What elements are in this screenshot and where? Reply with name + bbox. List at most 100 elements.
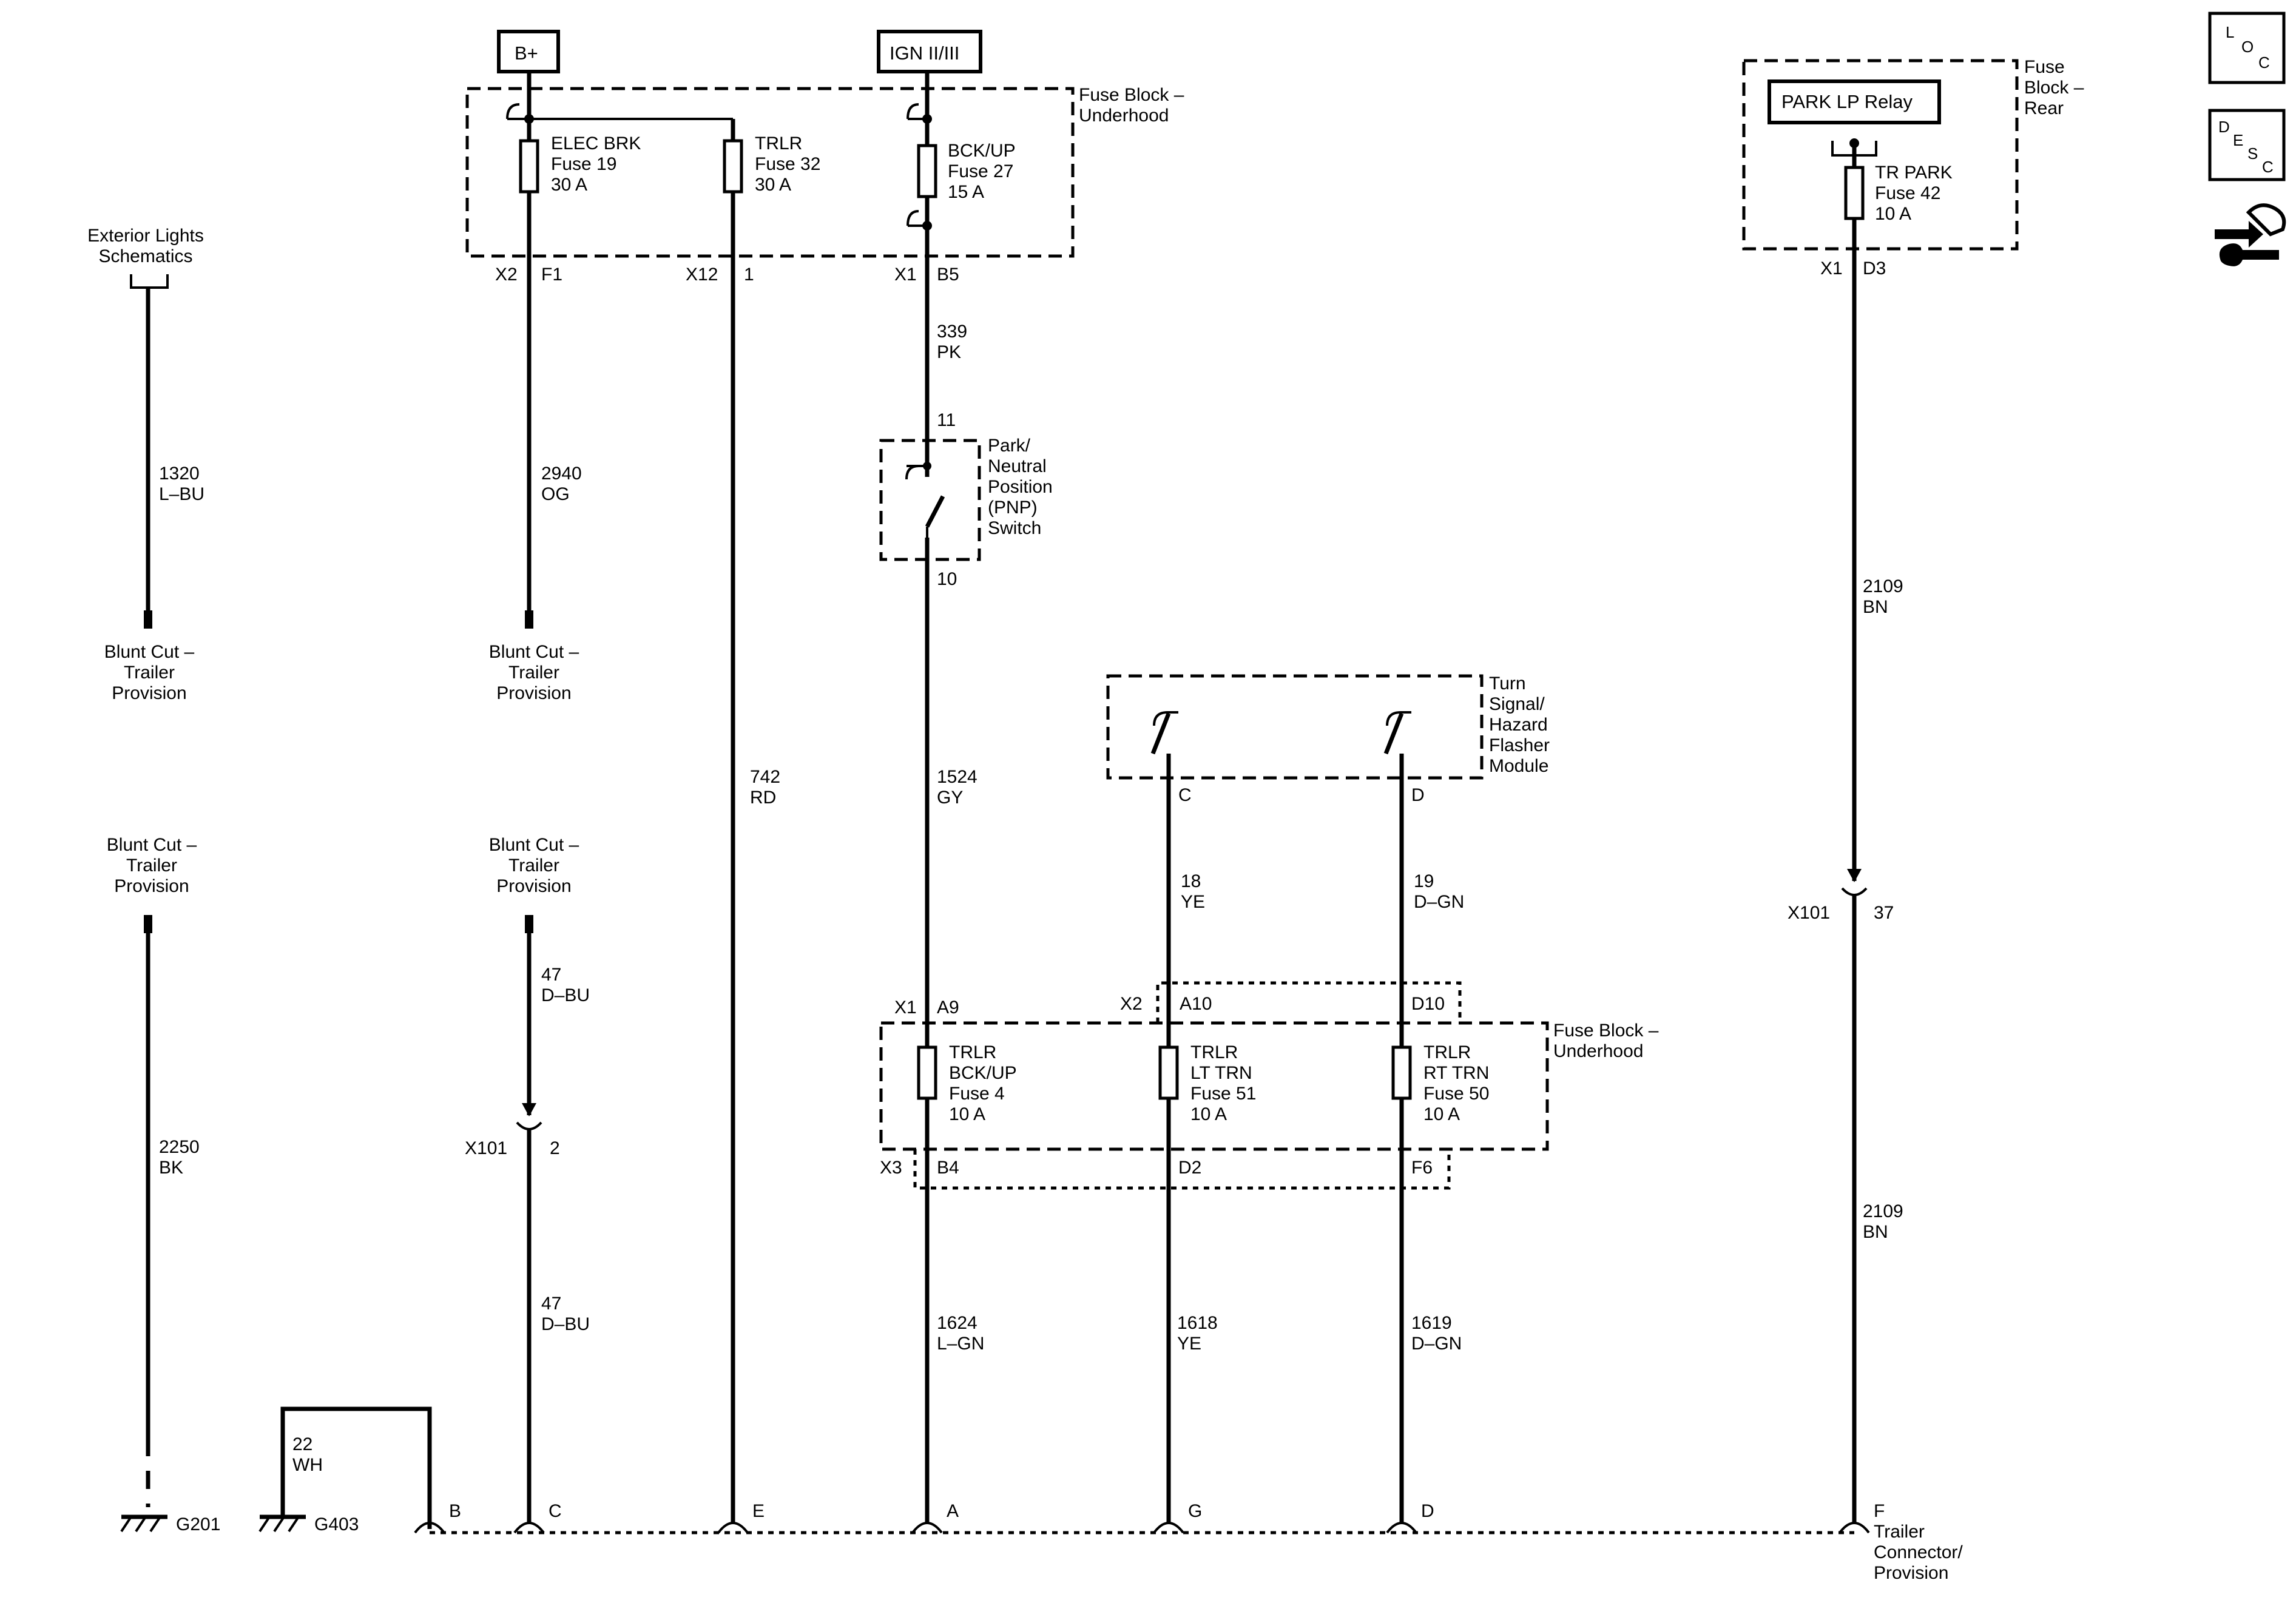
wire-1619-number: 1619 [1411,1313,1452,1333]
connector-x3-outline [913,1149,1451,1190]
fuse51-line3: Fuse 51 [1190,1084,1256,1104]
fuse-trlr-32 [723,139,743,194]
wire-742-number: 742 [750,767,780,787]
ground-g403 [258,1514,306,1533]
fuse-bckup-27-number: Fuse 27 [948,161,1013,181]
loc-icon[interactable]: L O C [2208,12,2286,84]
wire-2250-number: 2250 [159,1137,200,1157]
fuse-trlr-32-rating: 30 A [755,175,791,195]
tools-icon[interactable] [2215,203,2286,266]
wire-2109b-number: 2109 [1863,1201,1903,1221]
fuse50-line3: Fuse 50 [1423,1084,1489,1104]
loc-icon-l: L [2226,23,2234,41]
blunt-cut-1-line2: Trailer [124,663,175,683]
fuse-trlr-bckup-4 [917,1045,937,1100]
ground-g201 [120,1514,167,1533]
park-lp-relay-box [1768,79,1941,124]
pnp-switch-box [879,439,981,561]
trailer-pin-c: C [549,1501,562,1521]
desc-icon[interactable]: D E S C [2208,109,2286,181]
wire-1624-color: L–GN [937,1334,984,1354]
connector-symbol [907,210,919,226]
fuse-block-underhood-line1: Fuse Block – [1079,85,1184,105]
turn-signal-label-2: Signal/ [1489,694,1545,714]
turn-signal-pin-d: D [1411,785,1425,805]
fuse-block-rear [1742,59,2019,251]
desc-icon-d: D [2218,118,2230,136]
fuse4-line2: BCK/UP [949,1063,1017,1083]
fuse50-line1: TRLR [1423,1042,1471,1062]
loc-icon-o: O [2241,38,2254,56]
wire-18-number: 18 [1181,871,1201,891]
fuse-elec-brk [519,139,539,194]
conn-d2: D2 [1178,1158,1201,1178]
pnp-label-1: Park/ [988,436,1031,456]
wire-2940-color: OG [541,484,570,504]
wire-339-color: PK [937,342,961,362]
blunt-cut-3-line2: Trailer [126,856,177,876]
fuse-trlr-lt-trn-51 [1158,1045,1179,1100]
wire-47b-number: 47 [541,1294,561,1314]
wire-22 [280,1406,432,1529]
trailer-connector-label-3: Provision [1874,1563,1948,1583]
fuse-tr-park-number: Fuse 42 [1875,183,1940,203]
trailer-pin-b: B [449,1501,461,1521]
ign-label: IGN II/III [890,42,959,64]
fuse51-line1: TRLR [1190,1042,1238,1062]
wire-19-color: D–GN [1414,892,1464,912]
fuse-elec-brk-rating: 30 A [551,175,587,195]
fuse-tr-park-42 [1844,166,1865,220]
ground-g201-label: G201 [176,1514,220,1534]
fuse-trlr-32-number: Fuse 32 [755,154,820,174]
desc-icon-c: C [2262,158,2274,176]
blunt-cut-3-line3: Provision [114,876,189,896]
conn-x1: X1 [894,265,917,285]
conn-x101-pin37: 37 [1874,903,1894,923]
blunt-cut-2-line2: Trailer [508,663,559,683]
wire-1619-color: D–GN [1411,1334,1462,1354]
fuse-block-rear-line1: Fuse [2024,57,2065,77]
fuse-block-underhood-2-line2: Underhood [1553,1041,1643,1061]
pnp-label-4: (PNP) [988,498,1038,518]
fuse-bckup-27 [917,144,937,198]
conn-x101-pin2: 2 [550,1138,560,1158]
trailer-pin-d: D [1421,1501,1434,1521]
fuse-block-rear-line3: Rear [2024,98,2064,118]
fuse-block-underhood-bottom [879,1021,1549,1151]
conn-d3: D3 [1863,258,1886,279]
conn-d10: D10 [1411,994,1445,1014]
turn-signal-label-5: Module [1489,756,1548,776]
inline-connector-x101-rear [1841,887,1868,896]
trailer-connector-terminals [414,1522,1870,1534]
fuse-block-rear-line2: Block – [2024,78,2084,98]
fuse50-line2: RT TRN [1423,1063,1489,1083]
fuse-tr-park-rating: 10 A [1875,204,1911,224]
pnp-label-3: Position [988,477,1053,497]
fuse50-line4: 10 A [1423,1104,1460,1124]
exterior-lights-label-2: Schematics [98,246,192,266]
conn-b5: B5 [937,265,959,285]
turn-signal-pin-c: C [1178,785,1192,805]
conn-f6: F6 [1411,1158,1433,1178]
blunt-cut-1-line1: Blunt Cut – [104,642,195,662]
wire-1618-number: 1618 [1177,1313,1218,1333]
ground-g403-label: G403 [314,1514,359,1534]
exterior-lights-label-1: Exterior Lights [87,226,204,246]
wire-1320-number: 1320 [159,464,200,484]
fuse-elec-brk-number: Fuse 19 [551,154,616,174]
wire-2109a-number: 2109 [1863,576,1903,596]
turn-signal-label-1: Turn [1489,673,1526,694]
conn-x3: X3 [880,1158,902,1178]
wire-1524-number: 1524 [937,767,977,787]
fuse51-line4: 10 A [1190,1104,1227,1124]
conn-1: 1 [744,265,754,285]
blunt-cut-4-line1: Blunt Cut – [489,835,579,855]
loc-icon-c: C [2258,53,2270,72]
desc-icon-s: S [2247,144,2258,163]
conn-a9: A9 [937,998,959,1018]
bplus-label: B+ [515,42,538,64]
pnp-switch-contact [925,495,945,528]
conn-b4: B4 [937,1158,959,1178]
pnp-label-2: Neutral [988,456,1047,476]
